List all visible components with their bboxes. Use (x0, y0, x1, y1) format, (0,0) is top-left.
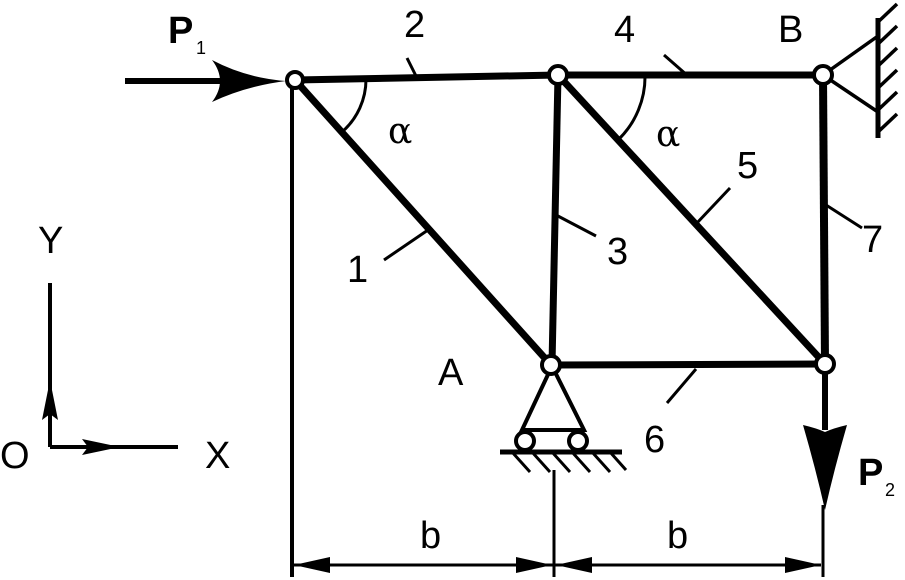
label-p1-sub: 1 (196, 38, 206, 58)
angle-arc-2 (616, 73, 647, 142)
joint-a (540, 354, 562, 376)
joint-top-left (285, 70, 305, 90)
label-member-1: 1 (347, 249, 368, 291)
leader-2 (405, 57, 420, 81)
dim-arrow-right (785, 557, 821, 573)
label-member-7: 7 (862, 219, 883, 261)
label-dim-2: b (667, 515, 688, 557)
member-2 (294, 71, 559, 84)
label-member-4: 4 (614, 9, 635, 51)
label-angle-2: α (656, 114, 680, 155)
leader-5 (694, 186, 732, 226)
label-member-2: 2 (404, 4, 425, 46)
label-p2: P (858, 452, 883, 494)
leader-6 (665, 368, 698, 404)
member-6 (551, 360, 826, 369)
leader-3 (555, 213, 597, 238)
leader-4 (663, 53, 689, 78)
label-dim-1: b (420, 515, 441, 557)
coordinate-axes (42, 283, 178, 455)
member-5 (555, 72, 828, 367)
label-angle-1: α (388, 111, 412, 152)
leader-1 (383, 228, 429, 262)
dim-arrow-mid-right (556, 557, 592, 573)
angle-arc-1 (341, 78, 368, 134)
pin-support-b (821, 2, 899, 138)
member-1 (292, 77, 554, 368)
roller-support-a (500, 361, 628, 474)
label-node-a: A (438, 352, 464, 394)
dim-arrow-mid-left (516, 557, 552, 573)
member-7 (819, 74, 829, 365)
joint-b (812, 64, 834, 86)
joint-top-middle (547, 64, 569, 86)
force-p2-arrow (803, 364, 847, 510)
force-p1-arrow (125, 60, 286, 102)
dim-arrow-left (294, 557, 330, 573)
member-3 (548, 74, 562, 366)
joint-bottom-right (814, 353, 836, 375)
label-origin: O (0, 435, 30, 477)
leader-7 (825, 203, 863, 230)
label-node-b: B (778, 9, 803, 51)
label-axis-y: Y (38, 220, 63, 262)
label-axis-x: X (205, 435, 230, 477)
label-member-3: 3 (607, 231, 628, 273)
label-p2-sub: 2 (885, 480, 895, 500)
label-p1: P (168, 10, 193, 52)
label-member-6: 6 (644, 419, 665, 461)
label-member-5: 5 (737, 145, 758, 187)
